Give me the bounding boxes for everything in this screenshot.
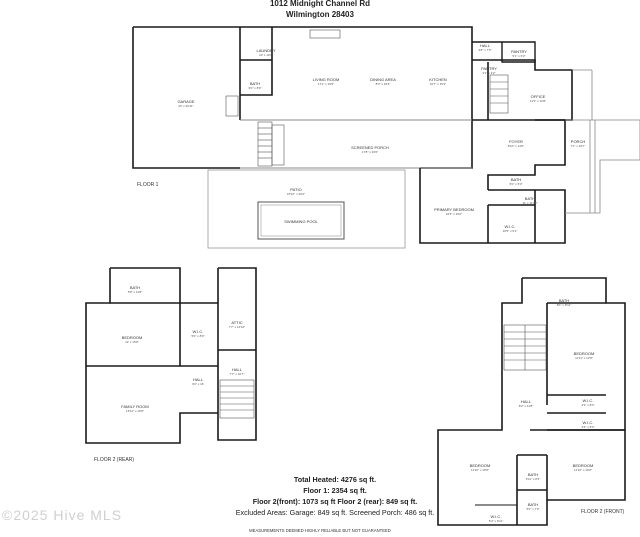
room-label-front-wic-1: W.I.C.4'3" x 8'4": [581, 398, 595, 407]
floor-1-plan: [132, 26, 640, 244]
summary-floor-1: Floor 1: 2354 sq ft.: [303, 486, 367, 495]
room-label-swimming-pool: SWIMMING POOL: [284, 219, 318, 224]
disclaimer: MEASUREMENTS DEEMED HIGHLY RELIABLE BUT …: [249, 528, 391, 533]
room-label-front-wic-2: W.I.C.4'3" x 6'4": [581, 420, 595, 429]
floor-2-front-label: FLOOR 2 (FRONT): [581, 509, 625, 515]
floor-2-rear-plan: [85, 267, 257, 444]
room-label-front-wic-3: W.I.C.5'4" x 6'11": [488, 514, 504, 523]
summary-total-heated: Total Heated: 4276 sq ft.: [293, 475, 377, 484]
address-line-2: Wilmington 28403: [286, 10, 354, 19]
summary-floor-2: Floor 2(front): 1073 sq ft Floor 2 (rear…: [252, 497, 418, 506]
room-label-wic: W.I.C.10'5" x 5'1": [502, 224, 518, 233]
patio-and-pool: [207, 169, 406, 249]
floor-2-front-plan: [437, 277, 626, 526]
floor-1-label: FLOOR 1: [137, 182, 159, 188]
address-line-1: 1012 Midnight Channel Rd: [269, 0, 370, 8]
summary-excluded: Excluded Areas: Garage: 849 sq ft. Scree…: [235, 508, 435, 517]
watermark: ©2025 Hive MLS: [2, 507, 123, 523]
floor-2-rear-label: FLOOR 2 (REAR): [94, 457, 135, 463]
room-label-rear-wic: W.I.C.5'0" x 8'0": [191, 329, 205, 338]
